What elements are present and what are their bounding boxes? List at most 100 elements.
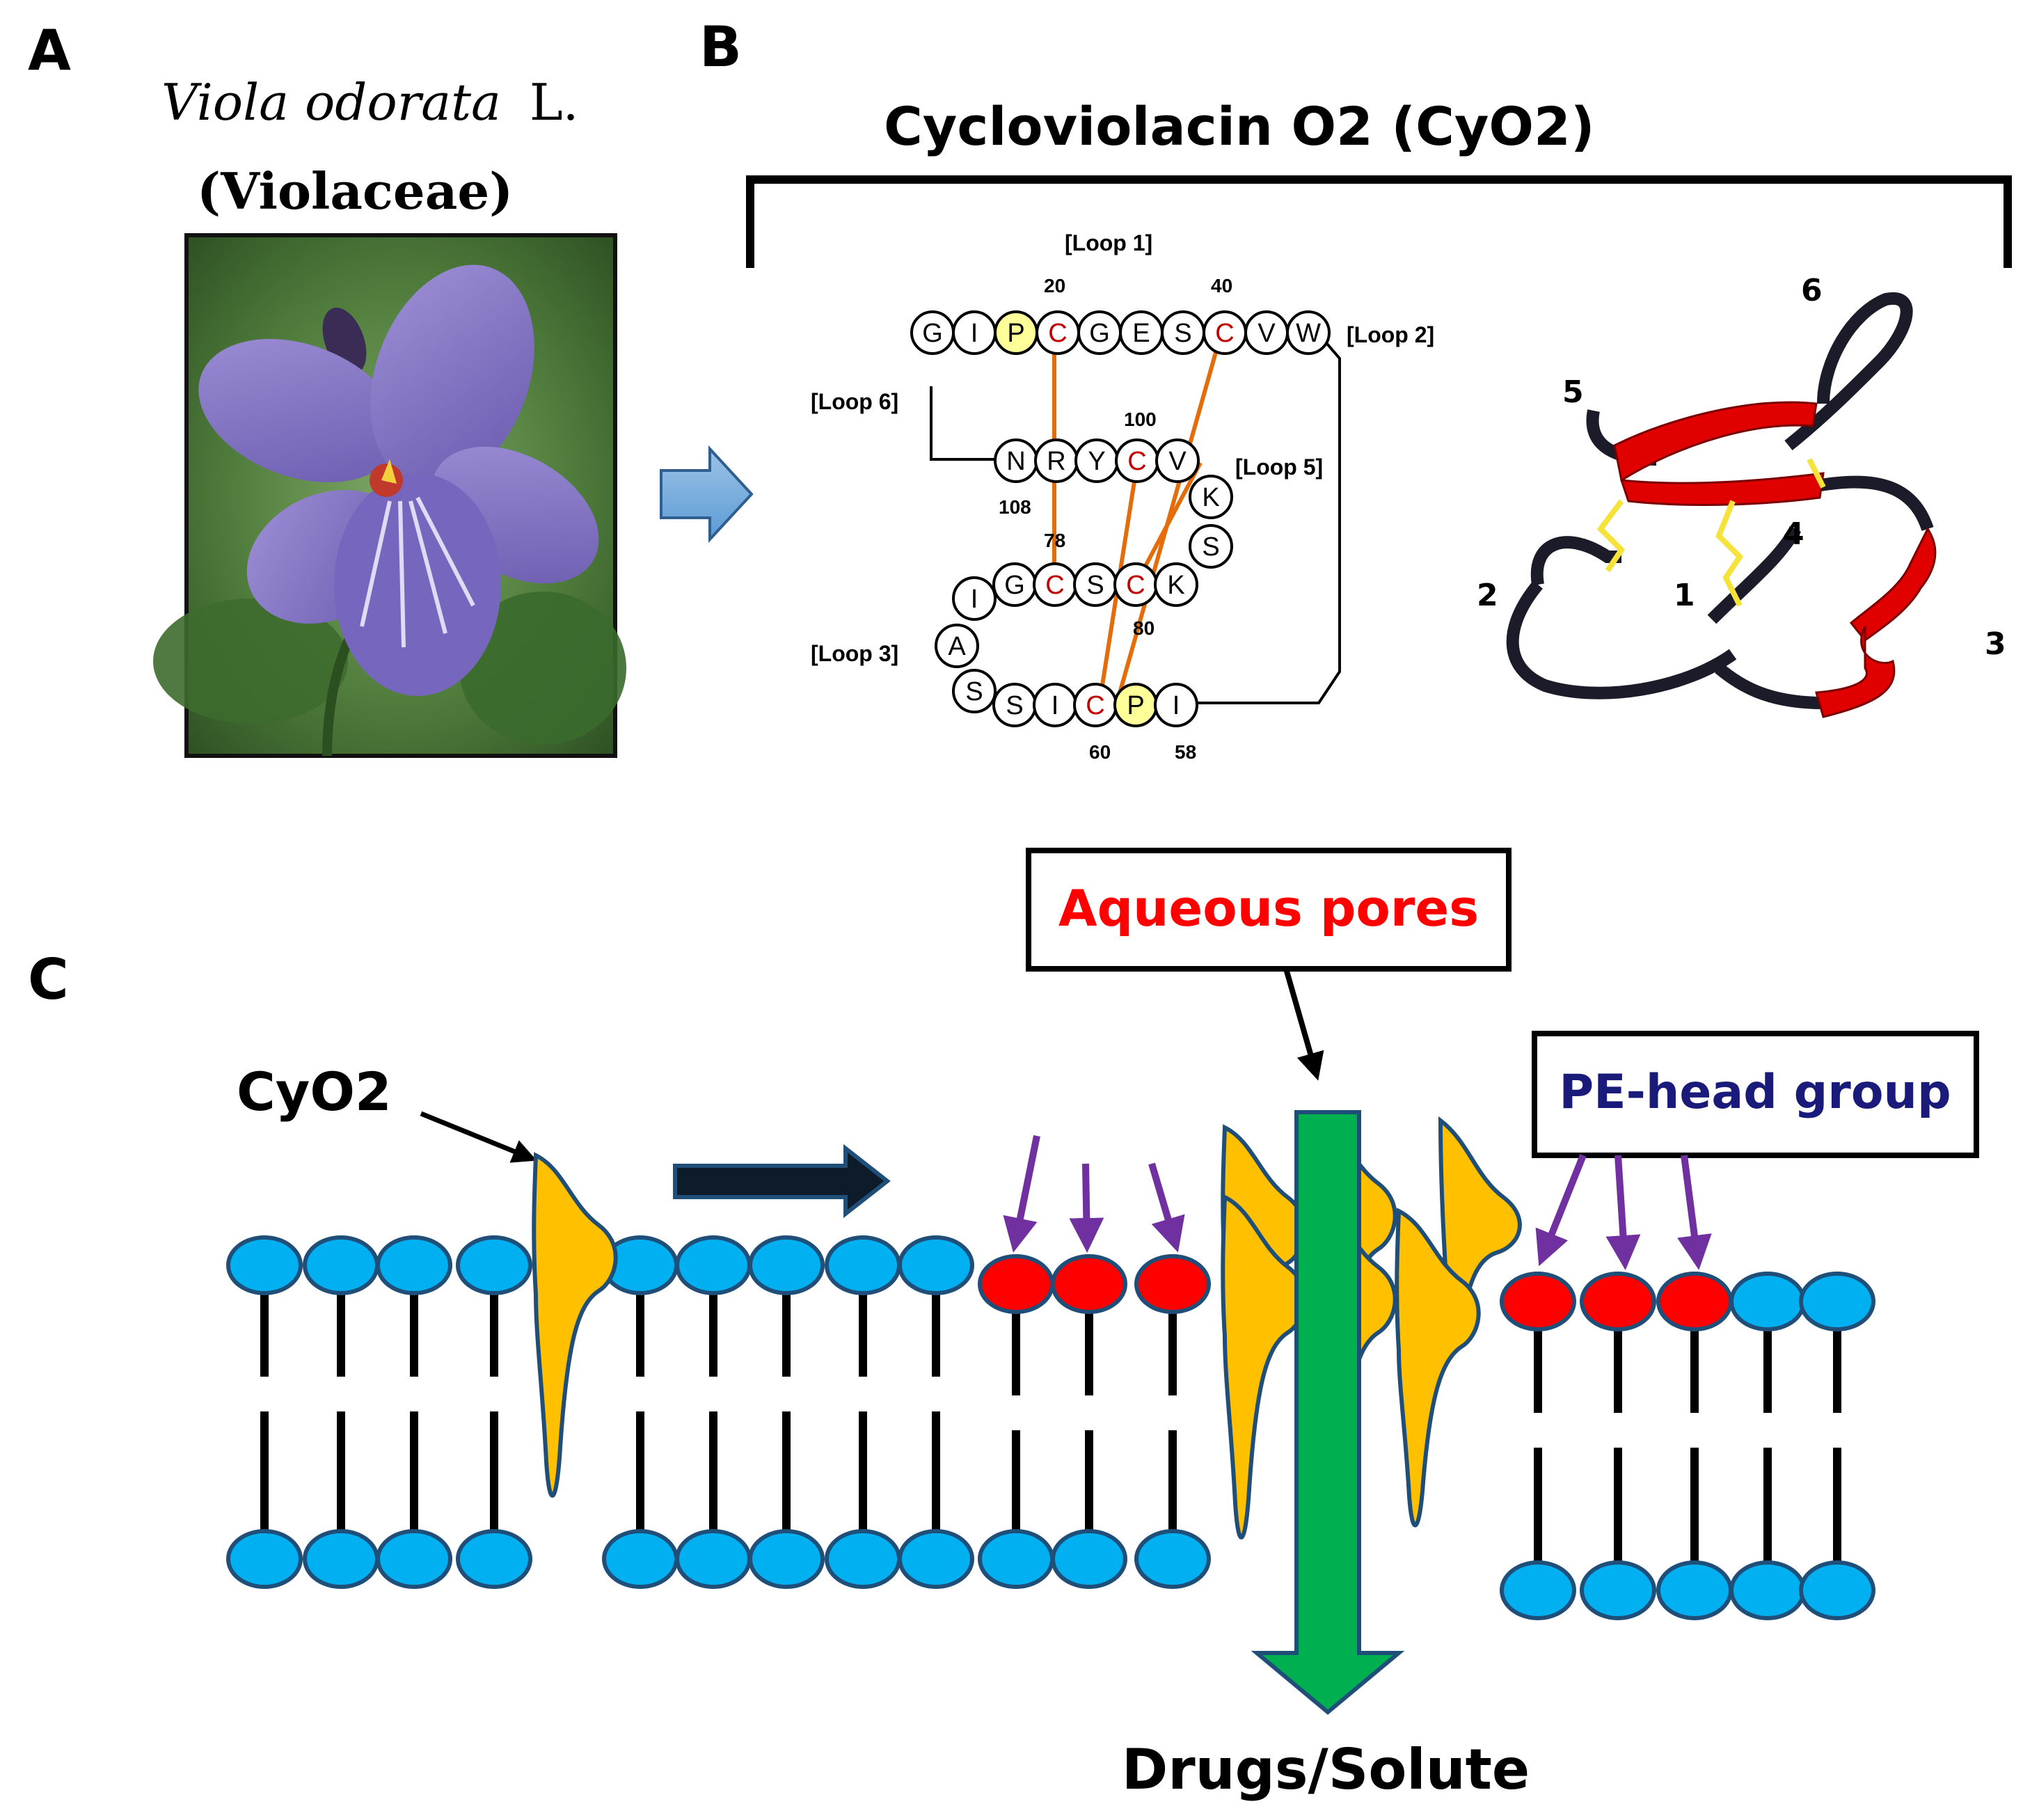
residue-letter: I [971, 585, 978, 614]
lipid-bilayer [226, 1235, 1875, 1620]
lipid-molecule [226, 1235, 303, 1589]
panel-a-label: A [28, 18, 71, 83]
lipid-molecule [1500, 1272, 1576, 1620]
residue-v: V [1244, 310, 1289, 355]
residue-p: P [994, 310, 1038, 355]
num-78: 78 [1044, 530, 1065, 551]
pore-peptide-cluster [1221, 1110, 1522, 1540]
num-20: 20 [1044, 275, 1065, 296]
aqueous-pores-box [1026, 848, 1512, 972]
num-100: 100 [1124, 409, 1157, 430]
num-40: 40 [1211, 275, 1232, 296]
residue-letter: G [922, 319, 943, 348]
pore-flux-arrow [1251, 1110, 1405, 1715]
residue-letter: C [1045, 571, 1064, 600]
residue-c: C [1115, 438, 1159, 483]
lipid-molecule [825, 1235, 901, 1589]
residue-letter: G [1004, 571, 1025, 600]
lipid-molecule [1051, 1254, 1127, 1589]
residue-letter: C [1086, 691, 1104, 720]
residue-letter: Y [1088, 447, 1105, 476]
loop5-label: [Loop 5] [1235, 454, 1323, 480]
lipid-molecule [376, 1235, 452, 1589]
lipid-molecule [602, 1235, 679, 1589]
lipid-molecule [1580, 1272, 1656, 1620]
lipid-molecule [1799, 1272, 1875, 1620]
residue-letter: P [1007, 319, 1024, 348]
residue-s: S [1073, 562, 1118, 607]
residue-s: S [952, 669, 997, 713]
residue-i: I [952, 576, 997, 621]
num-80: 80 [1133, 617, 1155, 639]
loop3-label: [Loop 3] [811, 641, 898, 666]
drugs-solute-label: Drugs/Solute [1122, 1737, 1530, 1802]
residue-g: G [992, 562, 1037, 607]
residue-letter: S [1006, 691, 1023, 720]
lipid-molecule [1656, 1272, 1733, 1620]
residue-c: C [1033, 562, 1077, 607]
residue-letter: E [1132, 319, 1150, 348]
lipid-molecule [898, 1235, 974, 1589]
residue-g: G [910, 310, 955, 355]
residue-letter: G [1089, 319, 1110, 348]
aqueous-pores-label: Aqueous pores [1058, 879, 1479, 937]
loop1-label: [Loop 1] [1065, 230, 1152, 255]
ribbon-structure: 1 2 3 4 5 6 [1477, 273, 2006, 718]
residue-g: G [1077, 310, 1122, 355]
residue-letter: S [1086, 571, 1104, 600]
residue-letter: I [1173, 691, 1180, 720]
lipid-molecule [456, 1235, 532, 1589]
residue-letter: N [1006, 447, 1025, 476]
residue-letter: K [1202, 483, 1219, 512]
residue-i: I [1033, 683, 1077, 727]
residue-r: R [1034, 438, 1079, 483]
ribbon-num-5: 5 [1562, 374, 1584, 410]
residue-letter: I [1052, 691, 1059, 720]
aqueous-pores-pointer [1283, 967, 1324, 1081]
residue-k: K [1189, 475, 1233, 519]
num-60: 60 [1089, 741, 1111, 763]
species-author: L. [530, 73, 579, 132]
residue-i: I [1154, 683, 1198, 727]
lipid-molecule [1134, 1254, 1211, 1589]
residue-c: C [1073, 683, 1118, 727]
violet-photo [153, 233, 626, 758]
residue-y: Y [1074, 438, 1119, 483]
pe-head-arrows [1003, 1135, 1712, 1270]
ribbon-num-6: 6 [1801, 273, 1823, 308]
residue-letter: P [1127, 691, 1144, 720]
residue-c: C [1203, 310, 1247, 355]
cyo2-pointer [420, 1111, 537, 1163]
lipid-molecule [978, 1254, 1054, 1589]
species-name: Viola odorata L. [161, 73, 579, 132]
ribbon-num-4: 4 [1783, 516, 1804, 552]
residue-n: N [994, 438, 1038, 483]
residue-s: S [992, 683, 1037, 727]
ribbon-num-1: 1 [1674, 578, 1695, 613]
lipid-molecule [748, 1235, 825, 1589]
loop2-label: [Loop 2] [1347, 322, 1434, 347]
pe-head-box [1532, 1031, 1979, 1158]
cyo2-title: Cycloviolacin O2 (CyO2) [884, 95, 1595, 157]
residue-letter: W [1296, 319, 1321, 348]
residue-left-side: A [935, 624, 979, 668]
inserted-cyo2-peptide [532, 1152, 618, 1498]
residue-right-side: KS [1189, 475, 1233, 569]
loop6-label: [Loop 6] [811, 389, 898, 414]
residue-letter: S [1174, 319, 1191, 348]
species-italic: Viola odorata [161, 73, 501, 132]
residue-letter: S [965, 677, 983, 706]
insertion-arrow [673, 1144, 891, 1219]
residue-letter: C [1048, 319, 1067, 348]
residue-letter: A [948, 632, 966, 661]
lipid-molecule [303, 1235, 379, 1589]
lipid-molecule [675, 1235, 752, 1589]
lipid-molecule [1729, 1272, 1806, 1620]
residue-letter: R [1047, 447, 1065, 476]
pe-head-label: PE-head group [1559, 1065, 1951, 1120]
